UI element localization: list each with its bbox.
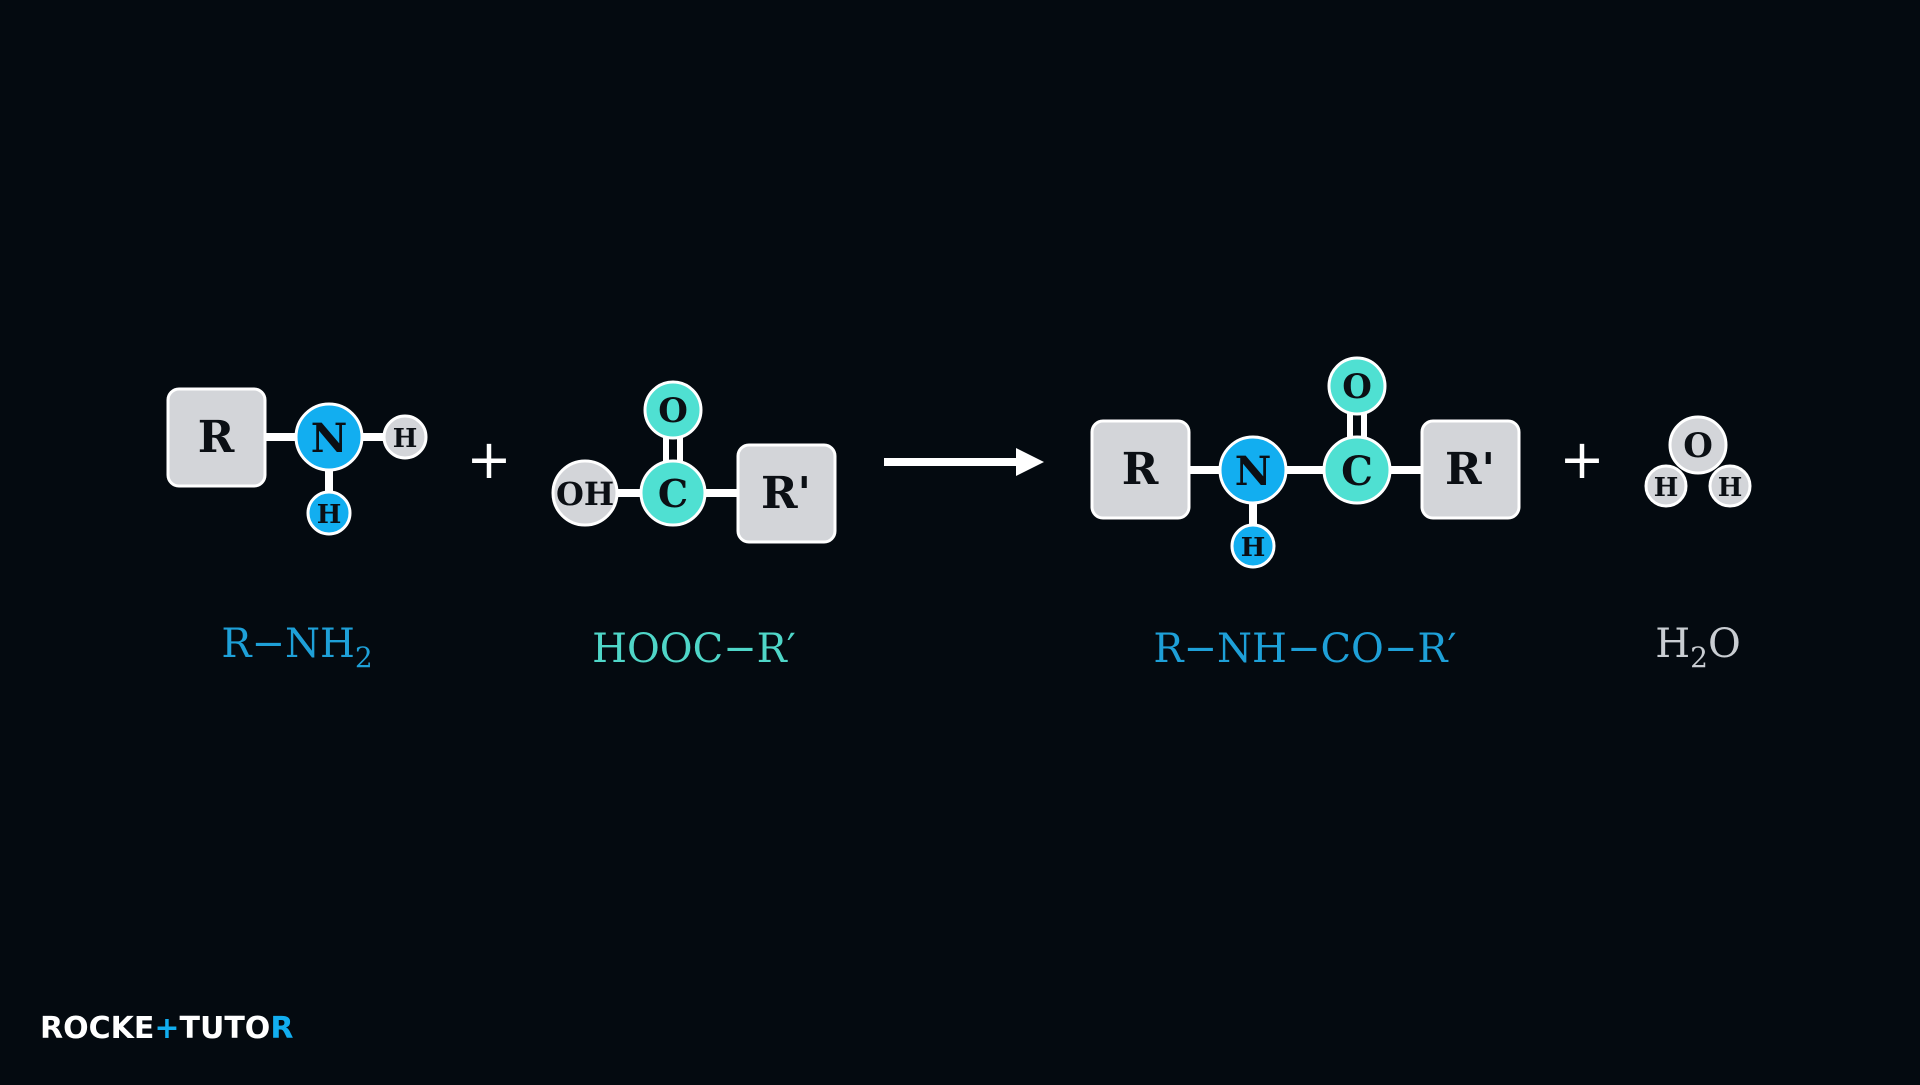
r-group-box xyxy=(1090,419,1191,520)
r-prime-group-label: R' xyxy=(761,468,811,519)
carboxylic-acid-molecule: OH C O R' xyxy=(551,380,837,544)
hydroxyl-label: OH xyxy=(556,475,614,513)
acid-formula: HOOC−R′ xyxy=(592,626,796,672)
r-prime-group-box xyxy=(1420,419,1521,520)
oxygen-label: O xyxy=(1342,367,1372,407)
hydrogen-atom xyxy=(1230,523,1276,569)
amine-formula: R−NH2 xyxy=(221,621,372,674)
r-group-label: R xyxy=(1122,444,1159,495)
hydrogen-label: H xyxy=(393,424,418,454)
nitrogen-atom xyxy=(1218,435,1288,505)
hydrogen-atom xyxy=(306,490,352,536)
r-prime-group-label: R' xyxy=(1445,444,1495,495)
carbon-atom xyxy=(1322,435,1392,505)
carbon-atom xyxy=(639,459,707,527)
carbon-label: C xyxy=(1341,448,1373,495)
hydrogen-label: H xyxy=(1654,473,1679,503)
rocket-tutor-logo: ROCKE+TUTOR xyxy=(40,1011,293,1046)
hydrogen-atom xyxy=(1644,464,1688,508)
water-molecule: O H H xyxy=(1644,415,1752,508)
hydrogen-atom xyxy=(1708,464,1752,508)
water-formula: H2O xyxy=(1655,621,1741,674)
nitrogen-atom xyxy=(294,402,364,472)
hydroxyl-group xyxy=(551,459,619,527)
r-group-box xyxy=(166,387,267,488)
r-group-label: R xyxy=(198,412,235,463)
nitrogen-label: N xyxy=(1235,448,1272,495)
arrow-head xyxy=(1016,448,1044,476)
amide-molecule: R N H C O R' xyxy=(1090,356,1521,569)
amine-molecule: R N H H xyxy=(166,387,428,536)
oxygen-label: O xyxy=(1683,426,1713,466)
plus-sign: + xyxy=(1559,428,1604,491)
hydrogen-label: H xyxy=(1241,533,1266,563)
carbon-label: C xyxy=(658,471,688,516)
hydrogen-label: H xyxy=(317,500,342,530)
r-prime-group-box xyxy=(736,443,837,544)
arrow-right-icon xyxy=(884,448,1044,476)
oxygen-label: O xyxy=(658,391,688,431)
plus-sign: + xyxy=(466,428,511,491)
oxygen-atom xyxy=(1668,415,1728,475)
amide-formula: R−NH−CO−R′ xyxy=(1153,626,1456,672)
nitrogen-label: N xyxy=(311,415,348,462)
hydrogen-label: H xyxy=(1718,473,1743,503)
hydrogen-atom xyxy=(382,414,428,460)
oxygen-atom xyxy=(643,380,703,440)
oxygen-atom xyxy=(1327,356,1387,416)
